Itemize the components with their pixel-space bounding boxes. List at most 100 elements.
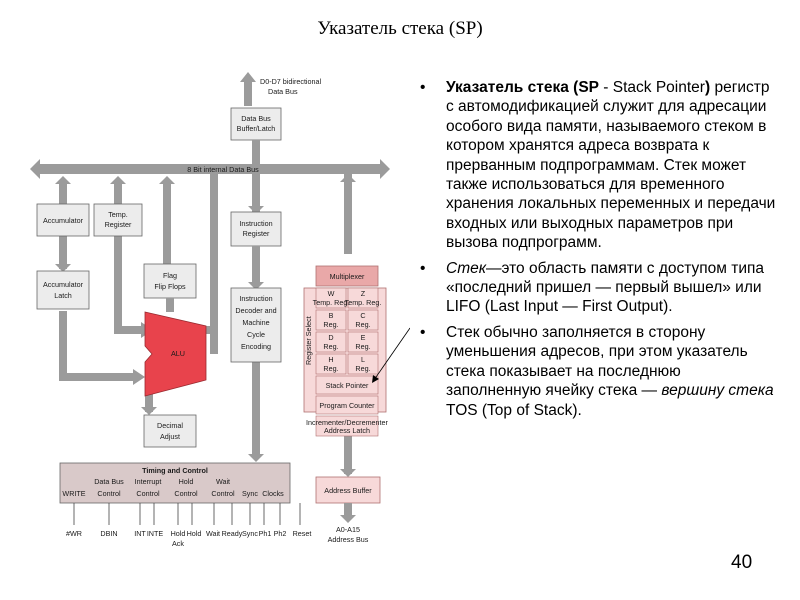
reg-l: L xyxy=(361,355,365,364)
ctrl-hold-1: Hold xyxy=(179,477,194,486)
ctrl-hold-2: Control xyxy=(174,489,198,498)
decoder-label3: Machine xyxy=(242,318,269,327)
ctrl-write: WRITE xyxy=(62,489,85,498)
stack-pointer-register: Stack Pointer xyxy=(326,381,369,390)
sig-wr: #WR xyxy=(66,529,82,538)
register-grid xyxy=(315,287,379,437)
ctrl-interrupt-1: Interrupt xyxy=(135,477,162,486)
internal-bus-label: 8 Bit internal Data Bus xyxy=(187,165,259,174)
timing-control-block xyxy=(59,462,291,504)
reg-h-sub: Reg. xyxy=(323,364,338,373)
temp-register-label2: Register xyxy=(105,220,132,229)
bullet1-expansion: - Stack Pointer xyxy=(599,79,705,96)
bullet1-text: регистр с автомодификацией служит для ад… xyxy=(446,79,776,252)
slide-title: Указатель стека (SP) xyxy=(317,18,483,39)
sig-wait: Wait xyxy=(206,529,220,538)
decimal-adjust-block xyxy=(143,414,197,448)
temp-register-label1: Temp. xyxy=(108,210,128,219)
address-buffer-block xyxy=(315,476,381,504)
decoder-label1: Instruction xyxy=(239,294,272,303)
address-buffer-label: Address Buffer xyxy=(324,486,372,495)
sig-inte: INTE xyxy=(147,529,164,538)
sig-ph1: Ph1 xyxy=(259,529,272,538)
instruction-register-label2: Register xyxy=(243,229,270,238)
incdec-label2: Address Latch xyxy=(324,426,370,435)
sig-ph2: Ph2 xyxy=(274,529,287,538)
bullet-marker: • xyxy=(420,259,426,277)
alu-block xyxy=(144,311,207,397)
bullet2-italic-term: Стек xyxy=(446,259,487,277)
bullet-stack-definition: • Стек—это область памяти с доступом тип… xyxy=(416,259,776,317)
reg-l-sub: Reg. xyxy=(355,364,370,373)
data-bus-label-line1: D0-D7 bidirectional xyxy=(260,77,322,86)
address-bus-label2: Address Bus xyxy=(328,535,369,544)
decoder-label2: Decoder and xyxy=(235,306,276,315)
reg-e: E xyxy=(361,333,366,342)
stack-pointer-callout-arrowhead xyxy=(372,375,379,383)
sig-reset: Reset xyxy=(293,529,312,538)
reg-c: C xyxy=(360,311,365,320)
reg-b-sub: Reg. xyxy=(323,320,338,329)
ctrl-clocks: Clocks xyxy=(262,489,284,498)
multiplexer-block xyxy=(315,265,379,287)
data-bus-label-line2: Data Bus xyxy=(268,87,298,96)
bullet-stack-growth: • Стек обычно заполняется в сторону умен… xyxy=(416,323,776,420)
bullet2-text: —это область памяти с доступом типа «пос… xyxy=(446,259,765,316)
accumulator-latch-label1: Accumulator xyxy=(43,280,84,289)
stack-pointer-callout-line xyxy=(373,327,410,381)
bullet-stack-pointer: • Указатель стека (SP - Stack Pointer) р… xyxy=(416,78,776,253)
data-bus-buffer-label2: Buffer/Latch xyxy=(237,124,276,133)
program-counter-register: Program Counter xyxy=(319,401,375,410)
sig-hold-ack-1: Hold xyxy=(171,529,186,538)
control-signal-lines xyxy=(73,503,301,525)
ctrl-data-bus-1: Data Bus xyxy=(94,477,124,486)
reg-z-sub: Temp. Reg. xyxy=(345,298,382,307)
cpu-block-diagram: D0-D7 bidirectional Data Bus Data Bus Bu… xyxy=(28,70,410,550)
decimal-adjust-label1: Decimal xyxy=(157,421,183,430)
bullet-marker: • xyxy=(420,79,426,96)
bullet3-text-end: TOS (Top of Stack). xyxy=(446,401,582,419)
sig-sync: Sync xyxy=(242,529,258,538)
bus-connectors xyxy=(55,174,356,477)
sig-int: INT xyxy=(134,529,146,538)
flag-flip-flops-block xyxy=(143,263,197,299)
reg-d: D xyxy=(328,333,333,342)
external-data-bus-arrow xyxy=(240,72,256,106)
reg-b: B xyxy=(329,311,334,320)
data-bus-buffer-block xyxy=(230,107,282,141)
page-number: 40 xyxy=(731,552,753,573)
decoder-label4: Cycle xyxy=(247,330,265,339)
bullet1-bold-paren: ) xyxy=(704,79,711,96)
ctrl-wait-2: Control xyxy=(211,489,235,498)
bullet-list: • Указатель стека (SP - Stack Pointer) р… xyxy=(416,78,776,426)
ctrl-sync: Sync xyxy=(242,489,258,498)
reg-c-sub: Reg. xyxy=(355,320,370,329)
temp-register-block xyxy=(93,203,143,237)
sig-ready: Ready xyxy=(222,529,243,538)
instruction-decoder-block xyxy=(230,287,282,363)
reg-w: W xyxy=(328,289,335,298)
ctrl-wait-1: Wait xyxy=(216,477,230,486)
decoder-label5: Encoding xyxy=(241,342,271,351)
ctrl-data-bus-2: Control xyxy=(97,489,121,498)
sig-dbin: DBIN xyxy=(100,529,117,538)
bullet1-bold-term: Указатель стека ( xyxy=(446,79,579,96)
data-bus-buffer-label1: Data Bus xyxy=(241,114,271,123)
reg-e-sub: Reg. xyxy=(355,342,370,351)
accumulator-label: Accumulator xyxy=(43,216,84,225)
internal-data-bus xyxy=(30,159,390,179)
instruction-register-block xyxy=(230,211,282,247)
multiplexer-label: Multiplexer xyxy=(330,272,365,281)
bullet-marker: • xyxy=(420,323,426,341)
address-bus-label1: A0-A15 xyxy=(336,525,360,534)
bullet3-text: Стек обычно заполняется в сторону уменьш… xyxy=(446,323,748,400)
reg-d-sub: Reg. xyxy=(323,342,338,351)
incdec-label1: Incrementer/Decrementer xyxy=(306,418,388,427)
flag-flip-flops-label2: Flip Flops xyxy=(154,282,186,291)
reg-w-sub: Temp. Reg. xyxy=(313,298,350,307)
accumulator-latch-label2: Latch xyxy=(54,291,72,300)
reg-h: H xyxy=(328,355,333,364)
address-bus-arrow xyxy=(340,515,356,523)
timing-control-label: Timing and Control xyxy=(142,466,208,475)
accumulator-block xyxy=(36,203,90,237)
